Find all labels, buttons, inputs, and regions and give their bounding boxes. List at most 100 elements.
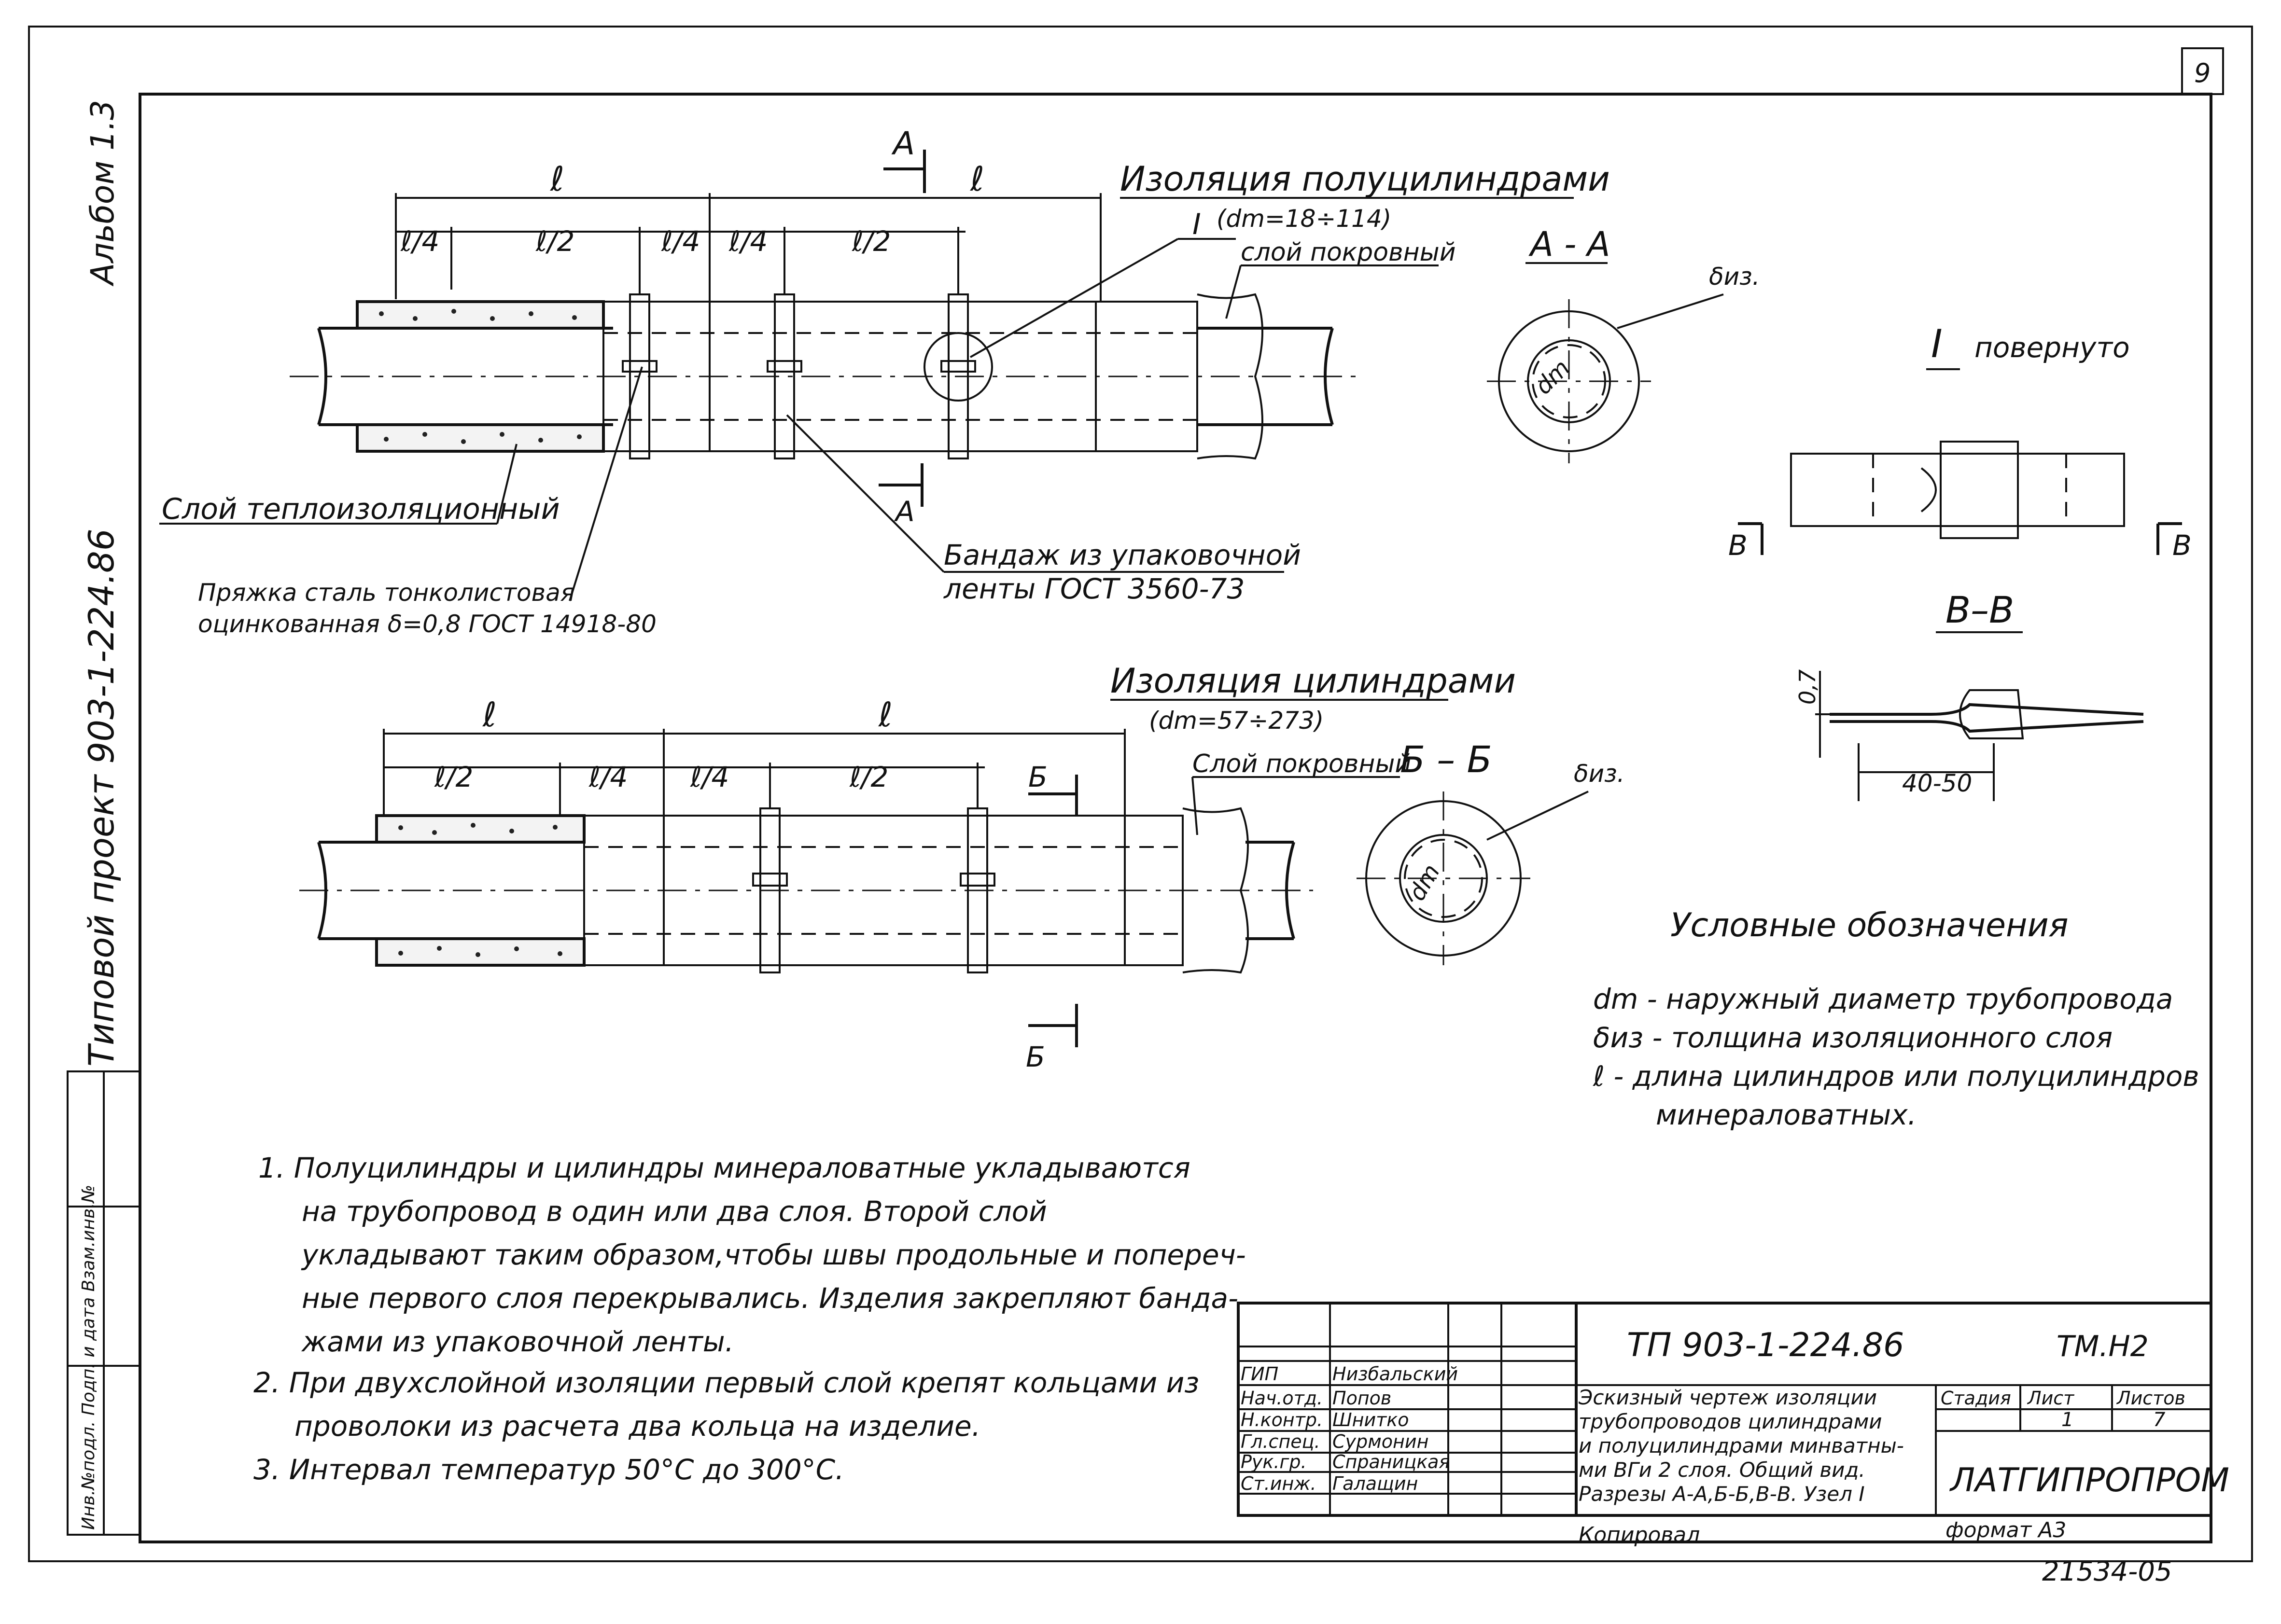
view2-range: (dm=57÷273) — [1149, 707, 1324, 735]
section-vv: В–В 0,7 40-50 — [1794, 588, 2144, 801]
copied-label: Копировал — [1579, 1523, 1700, 1547]
name-1: Низбальский — [1332, 1363, 1458, 1385]
note-line-2: на трубопровод в один или два слоя. Втор… — [302, 1195, 1047, 1228]
outer-frame — [28, 26, 2253, 1562]
view2-dim-6: ℓ/2 — [849, 761, 888, 793]
legend-item-1: dm - наружный диаметр трубопровода — [1593, 983, 2173, 1015]
title-block: ТП 903-1-224.86 ТМ.Н2 ГИП Нач.отд. Н.кон… — [1237, 1302, 2229, 1587]
view1-band-1: Бандаж из упаковочной — [944, 539, 1301, 571]
legend-title: Условные обозначения — [1670, 906, 2069, 944]
node-i: I повернуто В В — [1728, 321, 2192, 562]
bb-thickness: δиз. — [1574, 760, 1625, 788]
view1-title: Изоляция полуцилиндрами — [1120, 159, 1610, 199]
view1-dim-3: ℓ/4 — [400, 225, 439, 258]
section-a-bottom: А — [894, 495, 915, 528]
note-line-1: 1. Полуцилиндры и цилиндры минераловатны… — [258, 1152, 1190, 1184]
section-aa-title: А - А — [1528, 224, 1610, 264]
role-3: Н.контр. — [1241, 1409, 1323, 1430]
legend-item-4: минераловатных. — [1656, 1098, 1917, 1131]
view1-node-mark: I — [1192, 208, 1201, 241]
view1-dim-6: ℓ/4 — [728, 225, 768, 258]
legend-item-3: ℓ - длина цилиндров или полуцилиндров — [1593, 1060, 2199, 1093]
desc-3: и полуцилиндрами минватны- — [1579, 1434, 1904, 1457]
doc-mark: ТМ.Н2 — [2057, 1330, 2149, 1363]
role-6: Ст.инж. — [1241, 1473, 1316, 1494]
desc-5: Разрезы А-А,Б-Б,В-В. Узел I — [1579, 1482, 1865, 1506]
desc-4: ми ВГи 2 слоя. Общий вид. — [1579, 1458, 1865, 1482]
view1-buckle-2: оцинкованная δ=0,8 ГОСТ 14918-80 — [198, 610, 657, 638]
view1-insulation: Слой теплоизоляционный — [162, 492, 560, 526]
section-b-top: Б — [1028, 761, 1048, 793]
aa-thickness: δиз. — [1709, 263, 1760, 291]
role-5: Рук.гр. — [1241, 1451, 1307, 1472]
page-number-box — [2181, 47, 2224, 95]
name-4: Сурмонин — [1332, 1431, 1428, 1452]
view2-dim-5: ℓ/4 — [690, 761, 729, 793]
note-line-4: ные первого слоя перекрывались. Изделия … — [302, 1282, 1238, 1315]
view1-band-2: ленты ГОСТ 3560-73 — [943, 572, 1245, 605]
view2-dim-1: ℓ — [482, 695, 497, 735]
view-1: ℓ ℓ ℓ/4 ℓ/2 ℓ/4 ℓ/4 ℓ/2 А А Изоляция пол… — [159, 125, 1610, 638]
vv-dim-4050: 40-50 — [1902, 769, 1972, 797]
inner-frame — [139, 93, 2212, 1543]
archive-number: 21534-05 — [2042, 1556, 2172, 1587]
view1-dim-1: ℓ — [550, 159, 564, 199]
role-4: Гл.спец. — [1241, 1431, 1320, 1452]
view1-cover: слой покровный — [1241, 238, 1456, 267]
name-3: Шнитко — [1332, 1409, 1409, 1430]
vv-dim-07: 0,7 — [1794, 669, 1820, 705]
view2-insulation-top — [375, 814, 586, 844]
section-b-bottom: Б — [1026, 1041, 1045, 1073]
node-vv-right: В — [2172, 529, 2192, 562]
stage-label: Стадия — [1941, 1388, 2011, 1409]
page-number: 9 — [2194, 58, 2211, 88]
album-label: Альбом 1.3 — [84, 100, 121, 287]
view2-cover: Слой покровный — [1192, 750, 1411, 778]
sheets-value: 7 — [2153, 1409, 2166, 1431]
section-aa: А - А δиз. dm — [1487, 224, 1760, 463]
node-numeral: I — [1931, 321, 1943, 366]
cover-layer — [602, 301, 1198, 452]
view2-insulation-bottom — [375, 937, 586, 967]
section-vv-title: В–В — [1945, 588, 2014, 631]
note-line-3: укладывают таким образом,чтобы швы продо… — [301, 1238, 1246, 1271]
note-line-6: 2. При двухслойной изоляции первый слой … — [253, 1366, 1199, 1399]
view2-dim-3: ℓ/2 — [434, 761, 473, 793]
name-5: Спраницкая — [1332, 1451, 1450, 1472]
notes: 1. Полуцилиндры и цилиндры минераловатны… — [253, 1152, 1246, 1486]
sheet-value: 1 — [2061, 1409, 2073, 1431]
role-1: ГИП — [1241, 1363, 1278, 1385]
project-label: Типовой проект 903-1-224.86 — [81, 528, 122, 1067]
view2-cover-layer — [583, 815, 1184, 966]
section-a-top: А — [891, 125, 915, 162]
view1-buckle-1: Пряжка сталь тонколистовая — [198, 579, 575, 607]
view1-dim-2: ℓ — [970, 159, 984, 199]
insulation-layer-top — [356, 300, 605, 330]
view1-range: (dm=18÷114) — [1217, 205, 1391, 233]
note-line-8: 3. Интервал температур 50°С до 300°С. — [253, 1453, 844, 1486]
name-2: Попов — [1332, 1388, 1391, 1409]
view1-dim-5: ℓ/4 — [661, 225, 700, 258]
sheets-label: Листов — [2116, 1388, 2185, 1409]
desc-2: трубопроводов цилиндрами — [1579, 1410, 1882, 1433]
organization: ЛАТГИПРОПРОМ — [1949, 1461, 2229, 1499]
role-2: Нач.отд. — [1241, 1388, 1323, 1409]
legend-item-2: δиз - толщина изоляционного слоя — [1593, 1021, 2113, 1054]
format-label: формат А3 — [1945, 1518, 2066, 1542]
view-2: ℓ ℓ ℓ/2 ℓ/4 ℓ/4 ℓ/2 Б Б Изоляция цилиндр… — [299, 661, 1516, 1073]
view2-dim-4: ℓ/4 — [588, 761, 628, 793]
node-vv-left: В — [1728, 529, 1748, 562]
note-line-7: проволоки из расчета два кольца на издел… — [294, 1410, 980, 1443]
insulation-layer-bottom — [356, 423, 605, 453]
section-bb-title: Б – Б — [1400, 738, 1492, 781]
legend: Условные обозначения dm - наружный диаме… — [1593, 906, 2199, 1131]
node-circle — [924, 332, 993, 402]
desc-1: Эскизный чертеж изоляции — [1578, 1386, 1877, 1409]
view1-dim-4: ℓ/2 — [535, 225, 574, 258]
margin-stamp: Инв.№подл. Подп. и дата Взам.инв.№ — [79, 1185, 98, 1530]
sheet-label: Лист — [2027, 1388, 2075, 1409]
view2-dim-2: ℓ — [878, 695, 893, 735]
name-6: Галащин — [1332, 1473, 1418, 1494]
note-line-5: жами из упаковочной ленты. — [301, 1325, 734, 1358]
